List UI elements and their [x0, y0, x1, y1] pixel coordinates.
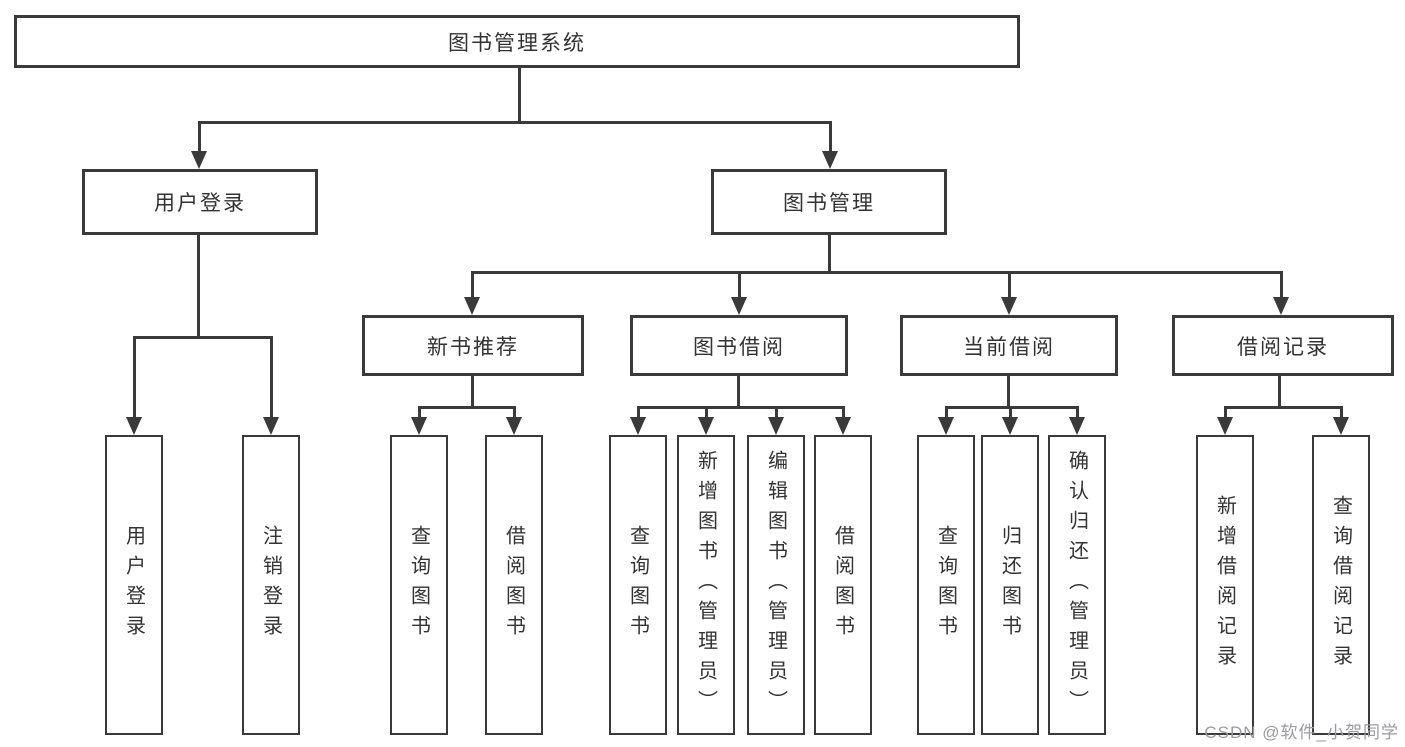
edge-book-borrow-trunk: [737, 376, 740, 406]
arrow-to-leaf-logout: [263, 336, 279, 435]
node-user-login: 用户登录: [82, 169, 318, 235]
leaf-bb-query-books: 查询图书: [609, 435, 667, 735]
leaf-br-add-record: 新增借阅记录: [1196, 435, 1254, 735]
leaf-nbr-query-books: 查询图书: [390, 435, 448, 735]
arrow-nbr-borrow-books: [506, 406, 522, 435]
arrow-to-book-borrow: [731, 271, 747, 315]
leaf-bb-add-books-admin: 新增图书（管理员）: [677, 435, 735, 735]
edge-root-trunk: [518, 68, 521, 121]
arrow-bb-edit-books: [768, 406, 784, 435]
leaf-cb-query-books: 查询图书: [917, 435, 975, 735]
edge-new-book-rec-bus: [419, 406, 515, 409]
edge-new-book-rec-trunk: [471, 376, 474, 406]
node-current-borrowing: 当前借阅: [900, 315, 1118, 376]
arrow-bb-add-books: [698, 406, 714, 435]
arrow-to-new-book-rec: [464, 271, 480, 315]
edge-book-management-trunk: [828, 235, 831, 271]
edge-root-bus: [198, 121, 831, 124]
csdn-watermark: CSDN @软件_小贺同学: [1204, 723, 1399, 742]
arrow-to-borrow-records: [1273, 271, 1289, 315]
leaf-bb-borrow-books: 借阅图书: [814, 435, 872, 735]
leaf-cb-confirm-return-admin: 确认归还（管理员）: [1048, 435, 1106, 735]
arrow-to-leaf-user-login: [126, 336, 142, 435]
leaf-br-query-record: 查询借阅记录: [1312, 435, 1370, 735]
arrow-bb-query-books: [630, 406, 646, 435]
node-root: 图书管理系统: [14, 15, 1020, 68]
node-new-book-recommendation: 新书推荐: [362, 315, 584, 376]
arrow-bb-borrow-books: [835, 406, 851, 435]
node-book-management: 图书管理: [711, 169, 947, 235]
edge-borrow-records-bus: [1225, 406, 1341, 409]
edge-user-login-bus: [133, 336, 272, 339]
edge-current-borrow-bus: [946, 406, 1077, 409]
arrow-to-user-login: [191, 121, 207, 169]
leaf-bb-edit-books-admin: 编辑图书（管理员）: [747, 435, 805, 735]
arrow-cb-query-books: [938, 406, 954, 435]
arrow-br-query-record: [1333, 406, 1349, 435]
arrow-cb-confirm-return: [1069, 406, 1085, 435]
arrow-to-current-borrow: [1001, 271, 1017, 315]
leaf-nbr-borrow-books: 借阅图书: [485, 435, 543, 735]
edge-book-management-bus: [471, 271, 1281, 274]
edge-book-borrow-bus: [638, 406, 843, 409]
node-borrowing-records: 借阅记录: [1172, 315, 1394, 376]
arrow-cb-return-books: [1002, 406, 1018, 435]
edge-borrow-records-trunk: [1278, 376, 1281, 406]
arrow-nbr-query-books: [411, 406, 427, 435]
arrow-br-add-record: [1217, 406, 1233, 435]
edge-user-login-trunk: [197, 235, 200, 336]
leaf-user-login: 用户登录: [105, 435, 163, 735]
node-book-borrowing: 图书借阅: [630, 315, 848, 376]
edge-current-borrow-trunk: [1007, 376, 1010, 406]
leaf-logout: 注销登录: [242, 435, 300, 735]
leaf-cb-return-books: 归还图书: [981, 435, 1039, 735]
arrow-to-book-management: [822, 121, 838, 169]
